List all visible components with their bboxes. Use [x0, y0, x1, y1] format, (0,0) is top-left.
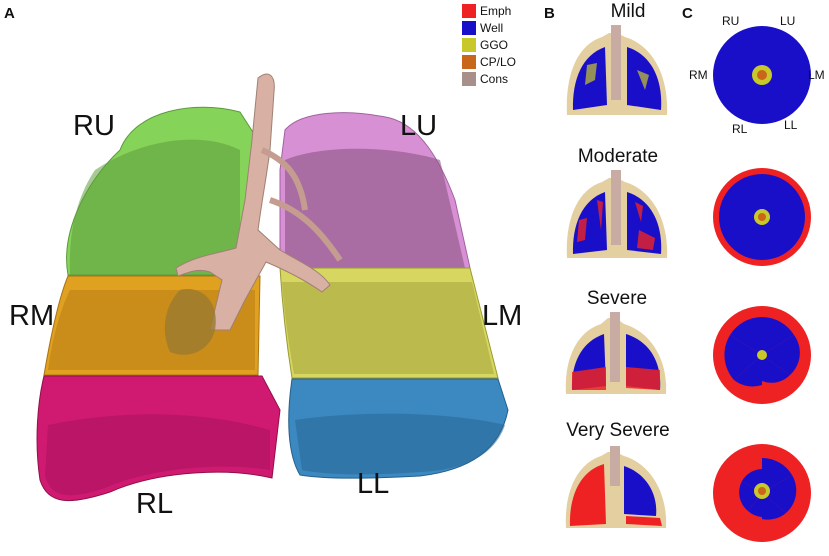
legend-swatch-emph — [462, 3, 476, 18]
airway-branch-left — [260, 147, 343, 262]
legend-item-well: Well — [462, 19, 516, 36]
legend-label-emph: Emph — [480, 3, 512, 18]
legend-item-cons: Cons — [462, 70, 516, 87]
airway-hilum-right — [164, 289, 216, 355]
legend-label-ggo: GGO — [480, 37, 509, 52]
legend-item-emph: Emph — [462, 2, 516, 19]
region-label-lm: LM — [482, 300, 523, 332]
legend-swatch-cplo — [462, 54, 476, 69]
pie-label-ll: LL — [784, 118, 798, 132]
panel-letter-a: A — [4, 5, 15, 22]
region-disk-mild — [713, 26, 811, 124]
region-label-ru: RU — [73, 110, 115, 142]
lung-region-ru-shade — [69, 139, 240, 275]
lung-thumbnail-moderate — [566, 170, 668, 258]
panel-letter-b: B — [544, 5, 555, 22]
lung-region-rl-shade — [45, 414, 270, 496]
legend-label-cons: Cons — [480, 71, 509, 86]
lung-thumbnail-mild — [566, 25, 668, 115]
legend-item-cplo: CP/LO — [462, 53, 516, 70]
severity-title-moderate: Moderate — [577, 146, 659, 167]
legend-label-well: Well — [480, 20, 504, 35]
pie-label-rl: RL — [732, 122, 748, 136]
lung-region-ll-shade — [295, 413, 505, 475]
legend-swatch-cons — [462, 71, 476, 86]
severity-title-mild: Mild — [610, 1, 646, 22]
legend: Emph Well GGO CP/LO Cons — [462, 2, 516, 87]
lung-segmentation-figure — [36, 73, 509, 502]
pie-label-lm: LM — [808, 68, 825, 82]
region-label-lu: LU — [400, 110, 438, 142]
region-disk-very-severe — [713, 444, 811, 542]
pie-label-ru: RU — [722, 14, 740, 28]
legend-item-ggo: GGO — [462, 36, 516, 53]
legend-swatch-well — [462, 20, 476, 35]
severity-title-severe: Severe — [586, 288, 648, 309]
region-label-rm: RM — [9, 300, 55, 332]
lung-region-lu-shade — [285, 148, 465, 268]
lung-thumbnail-severe — [565, 312, 667, 394]
region-disk-severe — [713, 306, 811, 404]
panel-letter-c: C — [682, 5, 693, 22]
pie-label-lu: LU — [780, 14, 796, 28]
region-disk-moderate — [713, 168, 811, 266]
severity-title-very-severe: Very Severe — [566, 420, 670, 441]
region-label-ll: LL — [357, 468, 390, 500]
pie-label-rm: RM — [689, 68, 708, 82]
lung-region-lm-shade — [282, 282, 494, 374]
region-label-rl: RL — [136, 488, 174, 520]
legend-label-cplo: CP/LO — [480, 54, 517, 69]
lung-thumbnail-very-severe — [565, 446, 667, 528]
legend-swatch-ggo — [462, 37, 476, 52]
